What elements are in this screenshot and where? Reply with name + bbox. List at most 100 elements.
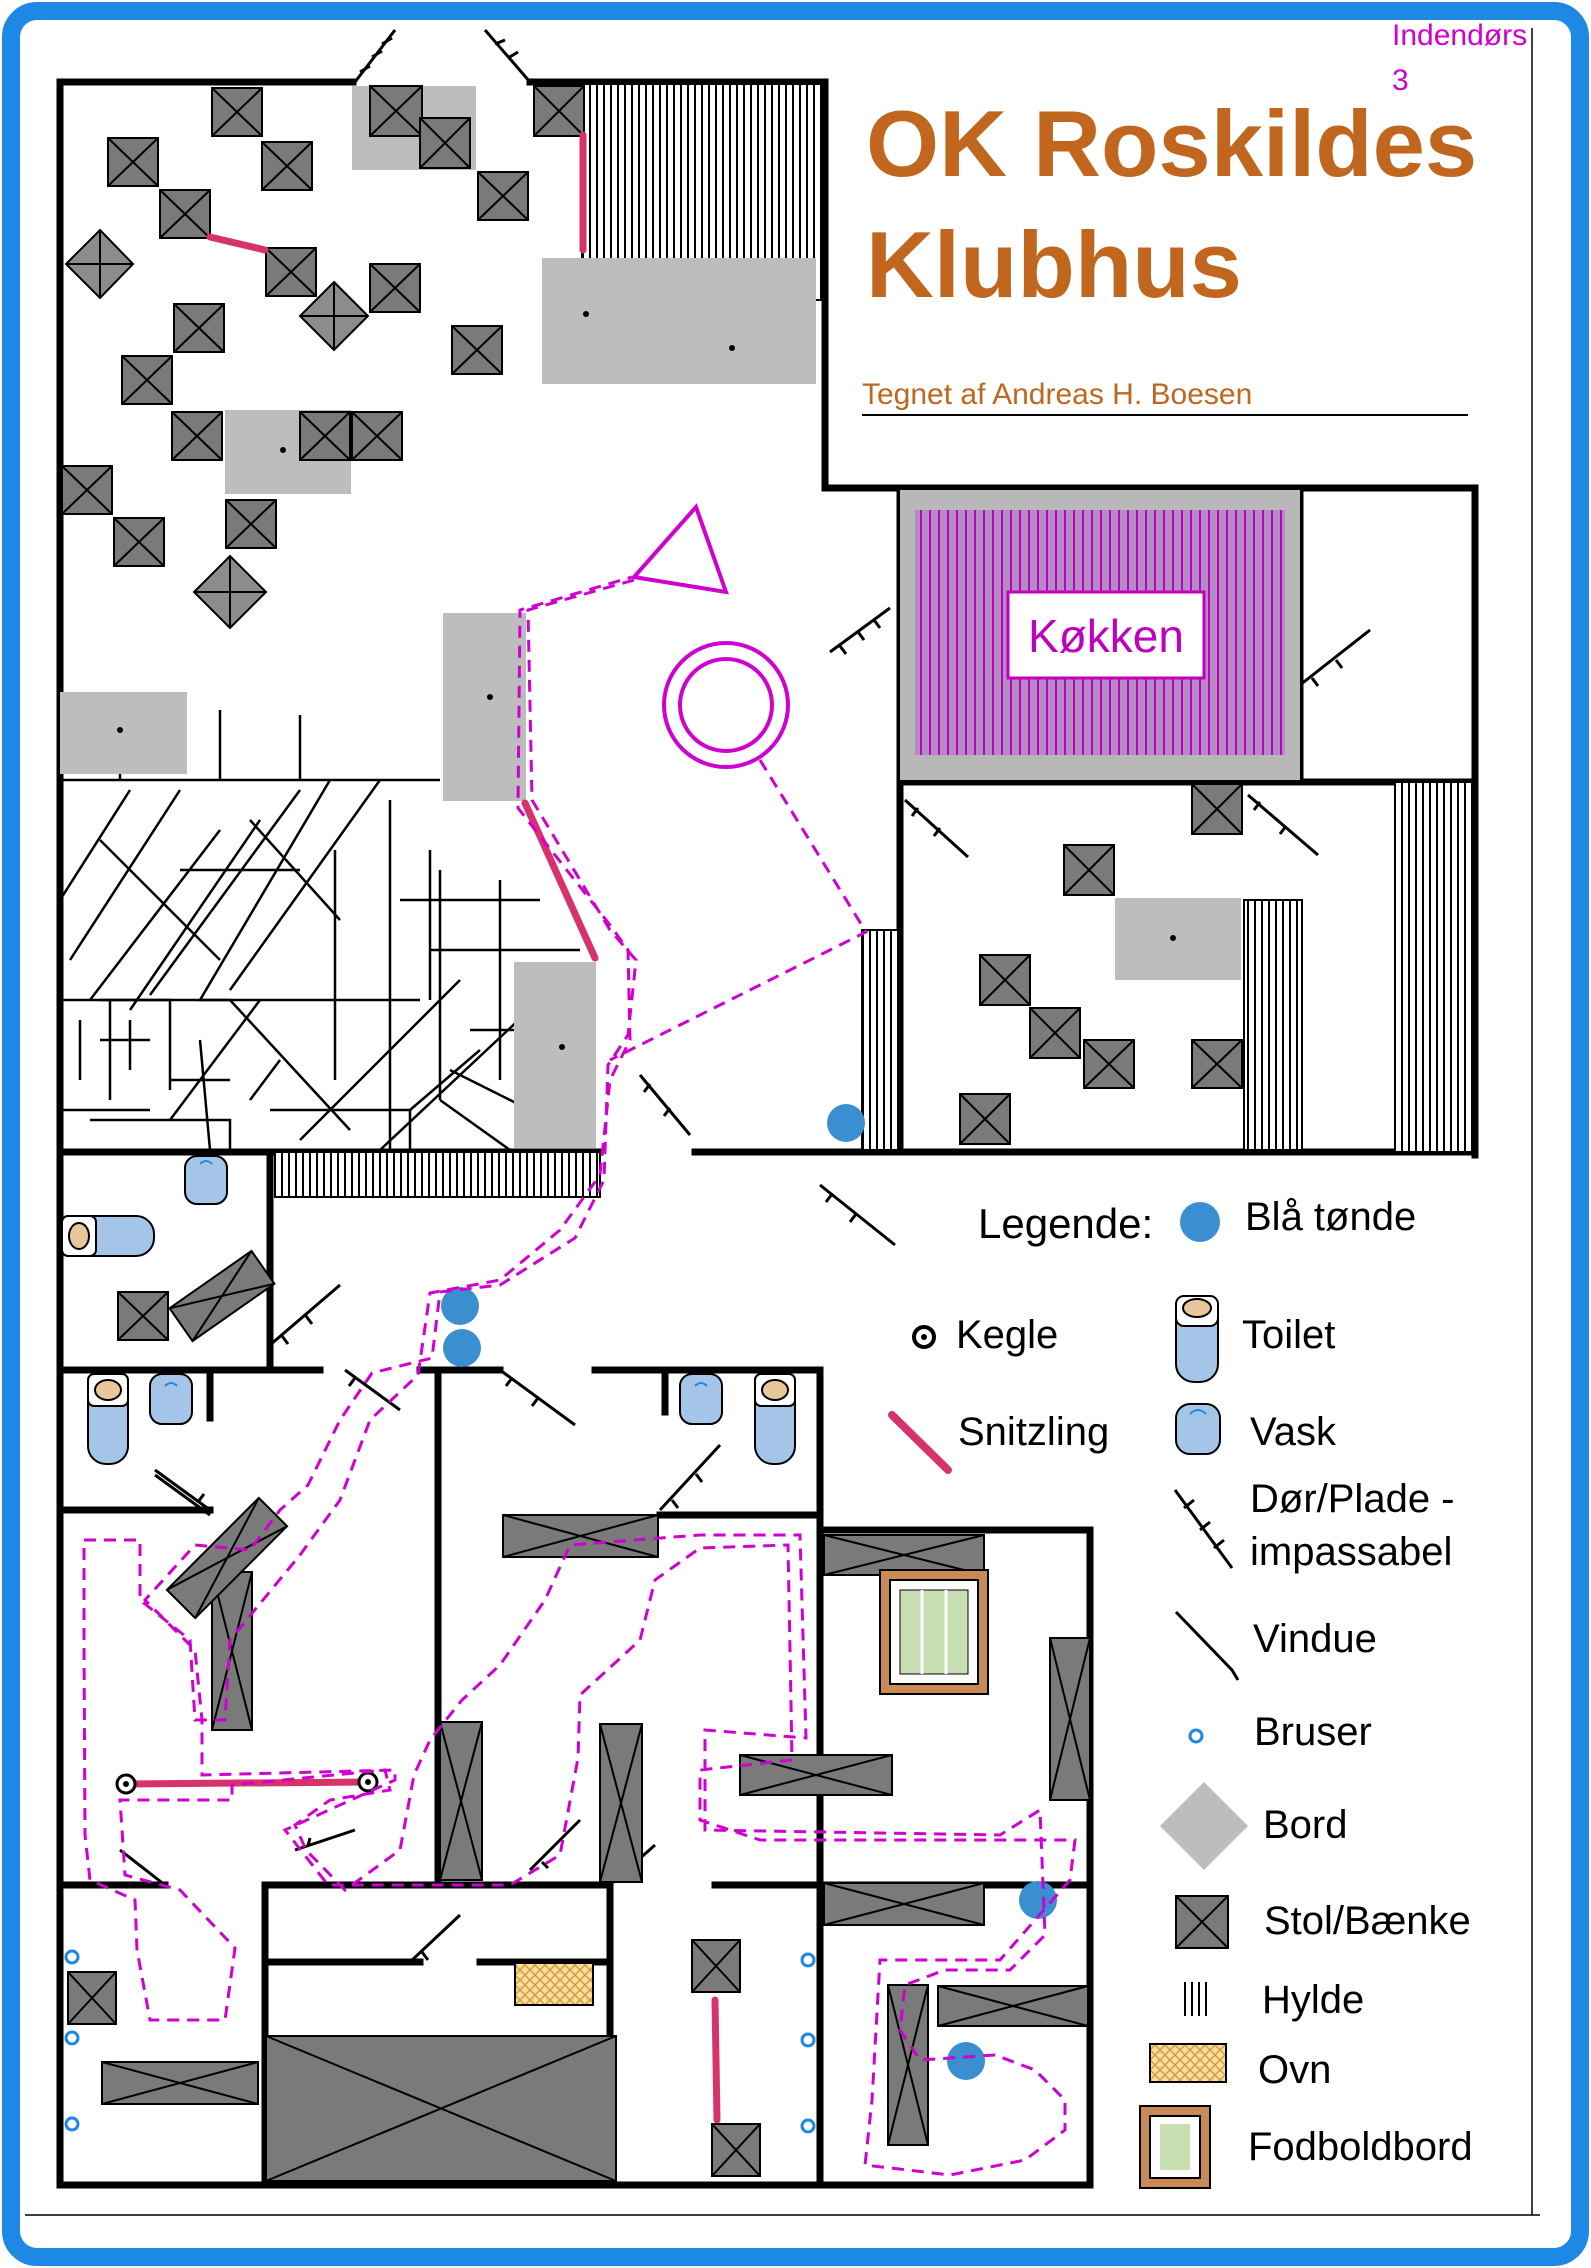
barrel: [443, 1329, 481, 1367]
shelf: [1394, 781, 1474, 1153]
barrel: [947, 2042, 985, 2080]
bench: [439, 1721, 483, 1881]
chair: [979, 954, 1031, 1006]
chair: [113, 517, 165, 567]
chair: [225, 499, 277, 549]
bench: [165, 1496, 289, 1620]
chair: [299, 411, 351, 461]
bench: [691, 1939, 741, 1993]
chair: [265, 247, 317, 297]
toilet-icon: [61, 1215, 155, 1257]
bench: [887, 1984, 929, 2146]
kitchen-label-box: [1006, 590, 1206, 680]
toilet-icon: [1175, 1295, 1219, 1383]
chair: [107, 137, 159, 187]
chairs: [61, 85, 1243, 2182]
chair: [211, 87, 263, 137]
sink-icon: [149, 1373, 193, 1425]
legend-label-cone: Kegle: [956, 1313, 1058, 1357]
oven-icon: [1149, 2043, 1227, 2083]
door-icon: [1173, 1489, 1234, 1569]
shower-icon: [64, 2030, 80, 2046]
window-icon: [1174, 1610, 1240, 1681]
shower-icon: [1188, 1728, 1204, 1744]
legend-label-sink: Vask: [1250, 1410, 1337, 1454]
barrel-icon: [1180, 1202, 1220, 1242]
snitzling: [521, 799, 599, 962]
shower-icon: [800, 1952, 816, 1968]
chair: [1083, 1039, 1135, 1089]
shower-icon: [800, 2118, 816, 2134]
foosball-table: [879, 1569, 989, 1695]
table: [443, 613, 526, 801]
map-title-line2: Klubhus: [866, 212, 1242, 317]
barrel: [1019, 1881, 1057, 1919]
legend-label-door: Dør/Plade -: [1250, 1477, 1455, 1521]
legend: Legende: Blå tønde Kegle Toilet Snitzlin…: [888, 1195, 1473, 2189]
barrels: [441, 1104, 1057, 2080]
shower-icon: [800, 2032, 816, 2048]
legend-label-shower: Bruser: [1254, 1710, 1372, 1754]
chair: [477, 171, 529, 221]
chair: [173, 303, 225, 353]
bench: [502, 1514, 659, 1558]
oven: [514, 1962, 594, 2006]
table-markers: [117, 311, 1176, 1050]
chair: [261, 141, 313, 191]
table: [60, 692, 187, 774]
kitchen-label: Køkken: [1028, 610, 1184, 662]
legend-label-oven: Ovn: [1258, 2048, 1331, 2092]
legend-heading: Legende:: [978, 1200, 1153, 1247]
bench: [67, 1971, 117, 2025]
legend-label-table: Bord: [1263, 1803, 1348, 1847]
chair: [171, 411, 223, 461]
diamond-tables: [64, 228, 370, 630]
bench: [168, 1249, 276, 1343]
barrel: [827, 1104, 865, 1142]
sink-icon: [1175, 1403, 1221, 1455]
map-subtitle: Tegnet af Andreas H. Boesen: [862, 378, 1252, 411]
shelf-icon: [1184, 1982, 1212, 2016]
finish-outer-circle: [662, 641, 790, 769]
bench: [823, 1534, 985, 1576]
bench: [739, 1754, 893, 1796]
cone-icon: [912, 1325, 936, 1349]
legend-label-snitzling: Snitzling: [958, 1410, 1109, 1454]
chair: [61, 465, 113, 515]
course: [82, 503, 1077, 2177]
table: [1115, 898, 1241, 980]
bench: [711, 2123, 761, 2177]
showers: [64, 1949, 816, 2134]
table: [514, 962, 596, 1148]
legend-label-barrel: Blå tønde: [1245, 1195, 1416, 1239]
course-line: [82, 575, 1077, 2177]
finish-inner-circle: [678, 657, 774, 753]
chair: [451, 325, 503, 375]
bench: [101, 2061, 259, 2105]
table-icon: [1160, 1782, 1248, 1870]
legend-label-shelf: Hylde: [1262, 1978, 1364, 2022]
bathroom-fixtures: [61, 1155, 796, 1465]
bench: [1049, 1637, 1091, 1801]
chair: [159, 189, 211, 239]
sink-icon: [679, 1373, 723, 1425]
chair: [117, 1291, 169, 1341]
legend-label-toilet: Toilet: [1242, 1313, 1335, 1357]
chair: [1191, 783, 1243, 835]
doors: [119, 29, 1371, 1964]
legend-label-chair: Stol/Bænke: [1264, 1899, 1471, 1943]
snitzling: [206, 233, 269, 254]
map-title-line1: OK Roskildes: [866, 91, 1477, 196]
sink-icon: [184, 1155, 228, 1205]
chair: [351, 411, 403, 461]
course-leg: [609, 759, 869, 1062]
chair: [1029, 1007, 1081, 1059]
bench: [823, 1882, 985, 1926]
bench: [599, 1723, 643, 1883]
legend-label-window: Vindue: [1253, 1617, 1377, 1661]
chair: [1191, 1039, 1243, 1089]
shelf: [861, 929, 901, 1151]
barrel: [441, 1287, 479, 1325]
chair: [533, 85, 585, 137]
